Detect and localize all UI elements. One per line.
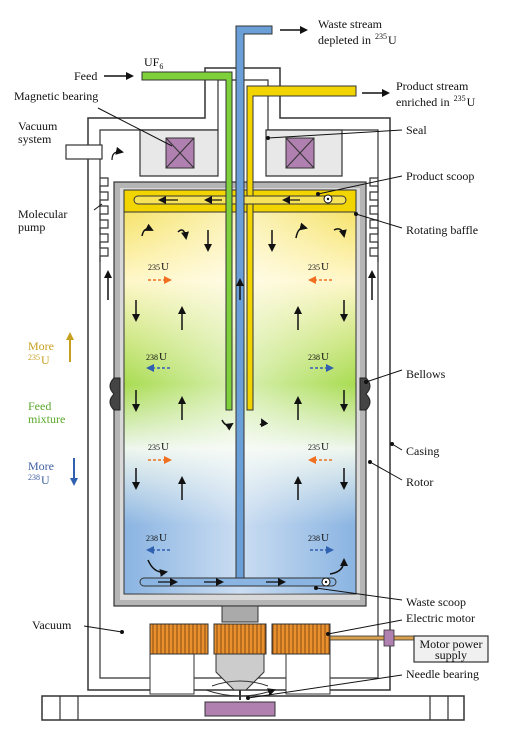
molecular-pump-label-1: Molecular — [18, 207, 67, 221]
vacuum-system-label-2: system — [18, 132, 52, 146]
rotor-label: Rotor — [406, 475, 433, 489]
waste-pipe — [139, 25, 337, 587]
waste-stream-label-1: Waste stream — [318, 17, 383, 31]
svg-text:238U: 238U — [28, 473, 50, 487]
waste-scoop-arrows — [158, 577, 331, 587]
svg-text:235U: 235U — [148, 441, 169, 453]
seal-label: Seal — [406, 123, 427, 137]
svg-text:Feed: Feed — [28, 399, 51, 413]
shaft — [221, 605, 259, 623]
casing-label: Casing — [406, 444, 439, 458]
svg-text:238U: 238U — [146, 532, 167, 544]
electric-motor — [149, 623, 415, 717]
svg-text:238U: 238U — [308, 351, 329, 363]
leader-lines — [83, 107, 403, 699]
more-238-indicator: More 238U — [28, 458, 78, 487]
motor-power-label-1: Motor power — [420, 637, 483, 651]
electric-motor-label: Electric motor — [406, 611, 475, 625]
uf6-label: UF6 — [144, 55, 163, 71]
product-scoop-label: Product scoop — [406, 169, 474, 183]
svg-text:235U: 235U — [28, 353, 50, 367]
magnetic-bearing-label: Magnetic bearing — [14, 89, 98, 103]
feed-mixture-label: Feed mixture — [28, 399, 65, 426]
bellows — [109, 377, 371, 411]
feed-pipe — [141, 71, 233, 411]
waste-scoop-label: Waste scoop — [406, 595, 466, 609]
motor-power-supply-box: Motor power supply — [413, 635, 489, 663]
product-stream-label-1: Product stream — [396, 79, 469, 93]
svg-text:238U: 238U — [146, 351, 167, 363]
vacuum-label: Vacuum — [32, 618, 72, 632]
isotope-labels: 235U 235U 238U 238U 235U 235U 238U 238U — [146, 261, 329, 544]
svg-text:mixture: mixture — [28, 412, 65, 426]
rotating-baffle-label: Rotating baffle — [406, 223, 478, 237]
magnetic-bearing-housing — [139, 129, 343, 177]
svg-text:More: More — [28, 339, 54, 353]
molecular-pump-label-2: pump — [18, 220, 45, 234]
vacuum-pipe — [65, 144, 124, 161]
isotope-arrows — [146, 276, 334, 554]
external-flow-arrows — [104, 26, 390, 97]
svg-text:More: More — [28, 459, 54, 473]
needle-bearing-label: Needle bearing — [406, 667, 479, 681]
circulation-arrows — [104, 222, 376, 577]
svg-text:235U: 235U — [148, 261, 169, 273]
bellows-label: Bellows — [406, 367, 446, 381]
molecular-pump — [99, 177, 379, 262]
product-scoop-arrows — [158, 194, 333, 204]
svg-text:235U: 235U — [308, 441, 329, 453]
motor-power-label-2: supply — [435, 648, 467, 662]
svg-text:238U: 238U — [308, 532, 329, 544]
feed-label: Feed — [74, 69, 97, 83]
more-235-indicator: More 235U — [28, 332, 74, 367]
leader-dots — [120, 136, 394, 700]
svg-text:235U: 235U — [308, 261, 329, 273]
vacuum-system-label-1: Vacuum — [18, 119, 58, 133]
